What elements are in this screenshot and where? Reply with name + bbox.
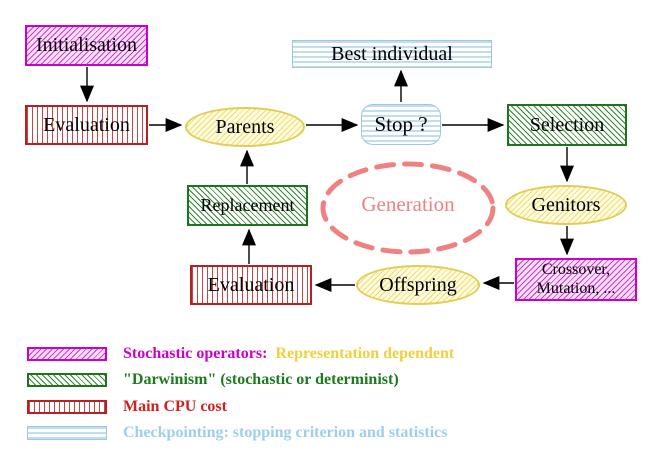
legend-darwinism-text: "Darwinism" (stochastic or determinist) [123,371,399,388]
node-evaluation-top: Evaluation [25,105,148,145]
legend-row-darwinism: "Darwinism" (stochastic or determinist) [27,370,399,390]
node-evaluation-bottom: Evaluation [190,265,312,305]
legend-label-stochastic: Stochastic operators: Representation dep… [123,345,454,363]
node-selection: Selection [507,104,627,146]
legend-row-stochastic: Stochastic operators: Representation dep… [27,344,454,364]
crossover-line1: Crossover, [541,260,611,278]
legend-cpu-cost-text: Main CPU cost [123,398,227,415]
arrows [80,67,574,292]
legend-row-checkpointing: Checkpointing: stopping criterion and st… [27,423,447,443]
node-initialisation: Initialisation [25,25,148,66]
legend-row-cpu-cost: Main CPU cost [27,397,227,417]
legend-representation-text: Representation dependent [275,345,455,362]
node-crossover-mutation: Crossover, Mutation, ... [515,258,637,301]
red-stripes-swatch [27,400,107,414]
legend-checkpointing-text: Checkpointing: stopping criterion and st… [123,424,448,441]
node-best-individual: Best individual [292,40,492,68]
generation-label: Generation [361,192,455,216]
node-genitors: Genitors [505,185,627,225]
magenta-hatch-swatch [27,347,107,361]
node-offspring: Offspring [356,265,480,305]
node-stop: Stop ? [361,104,441,145]
node-replacement: Replacement [187,185,308,226]
legend-stochastic-text: Stochastic operators: [123,345,268,362]
cyan-stripes-swatch [27,426,107,440]
node-parents: Parents [185,107,305,147]
green-hatch-swatch [27,373,107,387]
crossover-line2: Mutation, ... [536,279,616,297]
